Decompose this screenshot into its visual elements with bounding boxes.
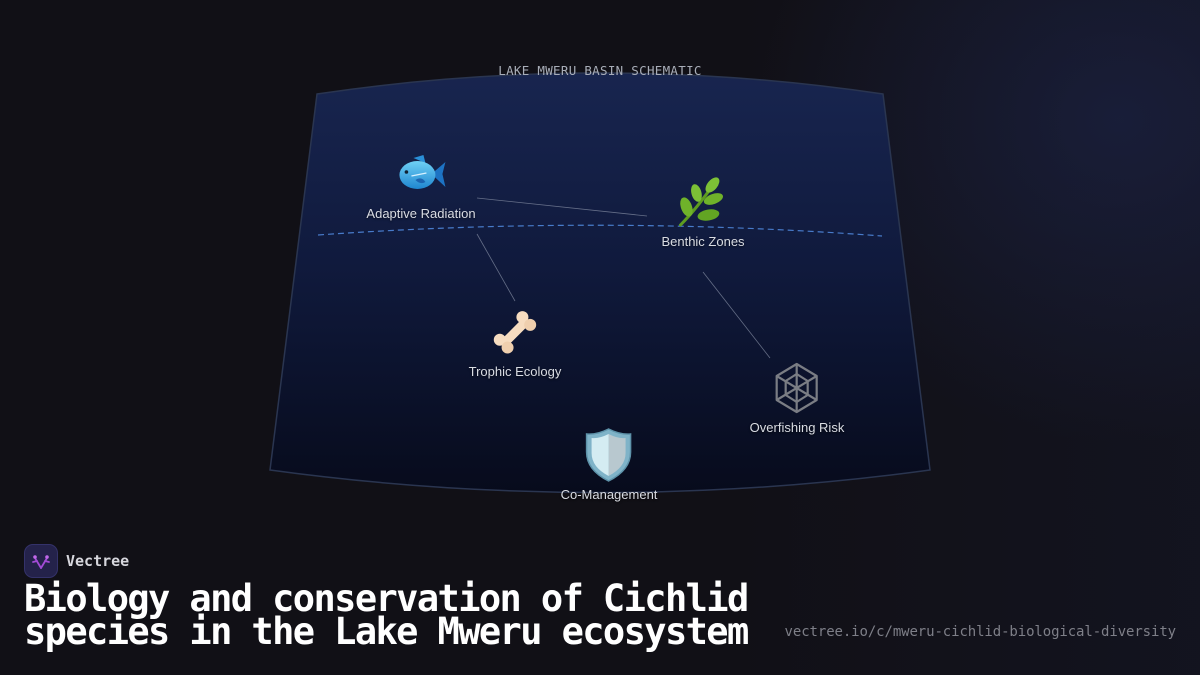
page-headline: Biology and conservation of Cichlid spec… bbox=[24, 577, 749, 653]
node-label: Benthic Zones bbox=[661, 234, 745, 249]
headline-line-1: Biology and conservation of Cichlid bbox=[24, 577, 749, 620]
thermocline-line bbox=[317, 224, 883, 237]
bone-icon bbox=[485, 302, 545, 362]
connector-adaptive-trophic bbox=[476, 233, 516, 302]
spider-web-icon bbox=[767, 358, 827, 418]
node-overfishing-risk[interactable]: Overfishing Risk bbox=[749, 358, 845, 435]
source-url-link[interactable]: vectree.io/c/mweru-cichlid-biological-di… bbox=[784, 624, 1177, 640]
node-co-management[interactable]: Co-Management bbox=[560, 425, 658, 502]
brand: Vectree bbox=[24, 544, 129, 578]
diagram-title: LAKE MWERU BASIN SCHEMATIC bbox=[498, 63, 702, 78]
lake-basin bbox=[269, 72, 931, 494]
fish-icon bbox=[391, 144, 451, 204]
node-adaptive-radiation[interactable]: Adaptive Radiation bbox=[366, 144, 476, 221]
vectree-logo-icon bbox=[24, 544, 58, 578]
node-label: Adaptive Radiation bbox=[366, 206, 476, 221]
node-benthic-zones[interactable]: Benthic Zones bbox=[661, 172, 745, 249]
node-trophic-ecology[interactable]: Trophic Ecology bbox=[468, 302, 562, 379]
connector-adaptive-benthic bbox=[476, 197, 648, 217]
node-label: Overfishing Risk bbox=[749, 420, 845, 435]
connector-benthic-overfishing bbox=[702, 271, 771, 359]
brand-name: Vectree bbox=[66, 552, 130, 570]
node-label: Trophic Ecology bbox=[468, 364, 562, 379]
herb-icon bbox=[673, 172, 733, 232]
node-label: Co-Management bbox=[560, 487, 658, 502]
shield-icon bbox=[579, 425, 639, 485]
headline-line-2: species in the Lake Mweru ecosystem bbox=[24, 610, 749, 653]
